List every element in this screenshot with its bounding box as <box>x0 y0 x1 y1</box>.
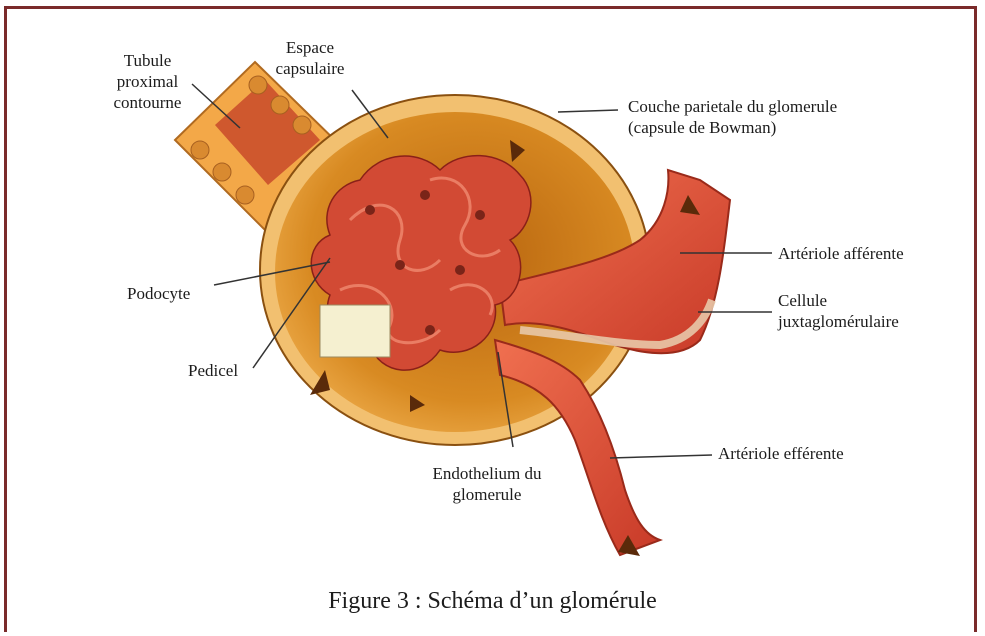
label-endothelium: Endothelium du glomerule <box>412 463 562 505</box>
figure-caption: Figure 3 : Schéma d’un glomérule <box>0 588 985 615</box>
label-espace: Espace capsulaire <box>262 37 358 79</box>
label-tubule: Tubule proximal contourne <box>100 50 195 113</box>
label-cellule: Cellule juxtaglomérulaire <box>778 290 899 332</box>
label-podocyte: Podocyte <box>127 283 190 304</box>
label-afferente: Artériole afférente <box>778 243 904 264</box>
pedicel-inset <box>320 305 390 357</box>
label-efferente: Artériole efférente <box>718 443 844 464</box>
label-pedicel: Pedicel <box>188 360 238 381</box>
label-couche: Couche parietale du glomerule (capsule d… <box>628 96 837 138</box>
